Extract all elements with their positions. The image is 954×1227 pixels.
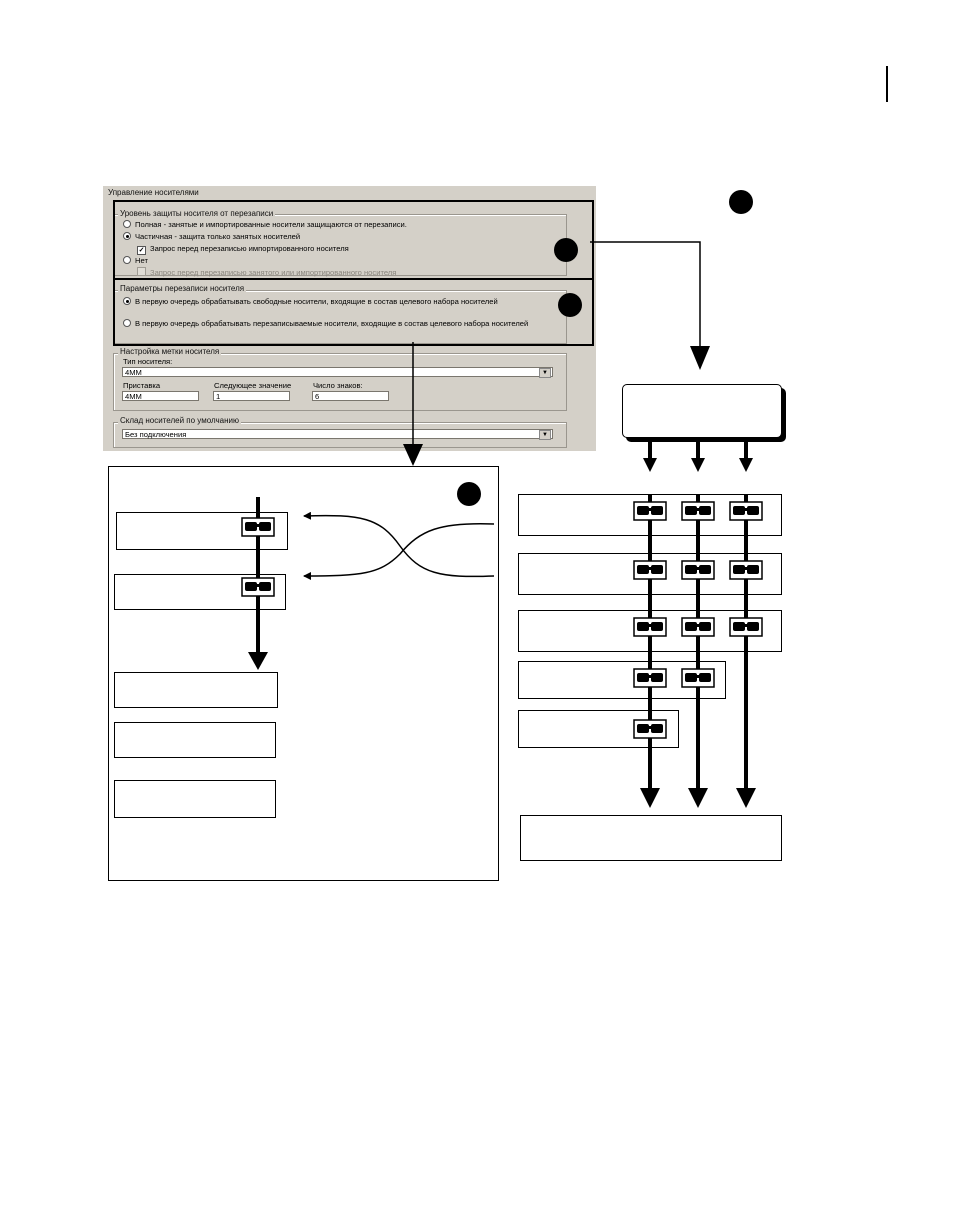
- media-type-label: Тип носителя:: [123, 357, 173, 366]
- section-title: Управление носителями: [106, 188, 201, 197]
- overwrite-group-title: Параметры перезаписи носителя: [118, 284, 247, 293]
- checkbox-checked-icon: ✓: [137, 246, 146, 255]
- media-box-1: [116, 512, 288, 550]
- vault-group: [113, 422, 567, 448]
- next-value-input[interactable]: 1: [213, 391, 290, 401]
- digits-label: Число знаков:: [313, 381, 363, 390]
- page-edge-marker: [886, 66, 888, 102]
- checkbox-ask-imported[interactable]: ✓Запрос перед перезаписью импортированно…: [137, 244, 349, 255]
- prefix-input[interactable]: 4MM: [122, 391, 199, 401]
- media-box-5: [114, 780, 276, 818]
- radio-selected-icon: [123, 297, 131, 305]
- radio-icon: [123, 256, 131, 264]
- target-box: [520, 815, 782, 861]
- radio-icon: [123, 319, 131, 327]
- radio-rewrite-media-first[interactable]: В первую очередь обрабатывать перезаписы…: [123, 319, 543, 329]
- banner-arrows: [643, 438, 753, 472]
- vault-group-title: Склад носителей по умолчанию: [118, 416, 241, 425]
- chevron-down-icon[interactable]: ▼: [539, 430, 551, 440]
- right-flow-arrowhead-3: [736, 788, 756, 808]
- vault-select[interactable]: Без подключения ▼: [122, 429, 553, 440]
- source-banner: [622, 384, 782, 438]
- digits-input[interactable]: 6: [312, 391, 389, 401]
- radio-icon: [123, 220, 131, 228]
- prefix-label: Приставка: [123, 381, 161, 390]
- media-row-3: [518, 610, 782, 652]
- radio-full-protection[interactable]: Полная - занятые и импортированные носит…: [123, 220, 407, 230]
- media-box-2: [114, 574, 286, 610]
- right-flow-arrowhead-1: [640, 788, 660, 808]
- label-settings-title: Настройка метки носителя: [118, 347, 222, 356]
- next-value-label: Следующее значение: [214, 381, 292, 390]
- media-row-2: [518, 553, 782, 595]
- highlight-overwrite: [113, 278, 594, 346]
- media-type-select[interactable]: 4MM ▼: [122, 367, 553, 378]
- radio-free-media-first[interactable]: В первую очередь обрабатывать свободные …: [123, 297, 498, 307]
- highlight-protection: [113, 200, 594, 280]
- media-box-4: [114, 722, 276, 758]
- media-row-1: [518, 494, 782, 536]
- checkbox-disabled-icon: [137, 267, 146, 276]
- radio-selected-icon: [123, 232, 131, 240]
- callout-badge-2: [554, 238, 578, 262]
- callout-badge-3: [558, 293, 582, 317]
- rewrite-order-panel: [108, 466, 499, 881]
- media-management-dialog: Управление носителями Уровень защиты нос…: [103, 186, 596, 451]
- arrowhead-banner: [690, 346, 710, 370]
- connector-protection-to-banner: [590, 241, 701, 352]
- protection-group-title: Уровень защиты носителя от перезаписи: [118, 209, 276, 218]
- chevron-down-icon[interactable]: ▼: [539, 368, 551, 378]
- label-settings-group: [113, 353, 567, 411]
- callout-badge-4: [457, 482, 481, 506]
- right-flow-arrowhead-2: [688, 788, 708, 808]
- media-row-4: [518, 661, 726, 699]
- media-box-3: [114, 672, 278, 708]
- media-row-5: [518, 710, 679, 748]
- checkbox-ask-busy-disabled: Запрос перед перезаписью занятого или им…: [137, 267, 396, 278]
- callout-badge-1: [729, 190, 753, 214]
- radio-partial-protection[interactable]: Частичная - защита только занятых носите…: [123, 232, 300, 242]
- radio-no-protection[interactable]: Нет: [123, 256, 148, 266]
